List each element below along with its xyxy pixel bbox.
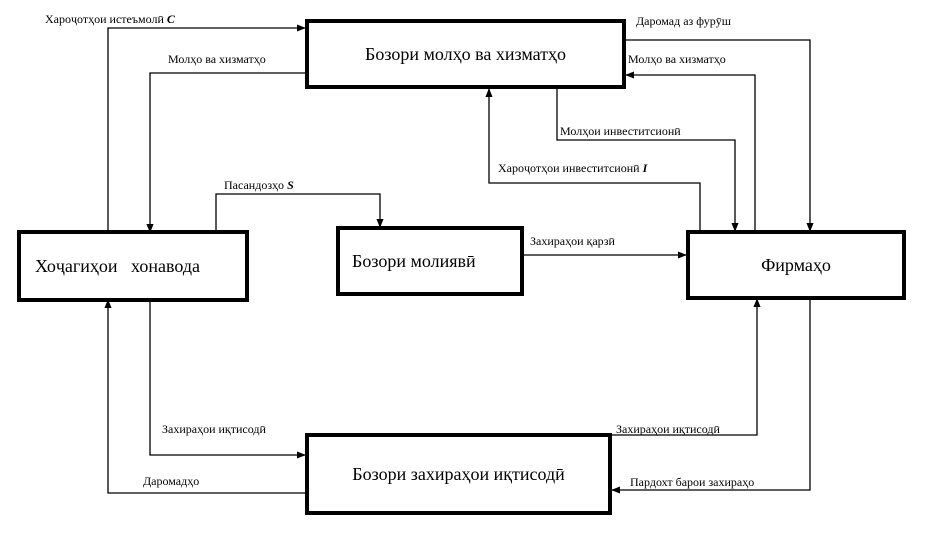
arrow-investment-goods	[556, 89, 739, 232]
arrow-resources-to-firms	[612, 298, 761, 436]
arrow-payment-for-resources	[611, 299, 811, 494]
households-box: Хоҷагиҳои хонавода	[17, 230, 249, 302]
arrow-consumption-spending	[107, 24, 306, 232]
arrow-resources-from-households	[149, 300, 306, 459]
label-payment-for-resources: Пардохт барои захираҳо	[630, 475, 755, 489]
resources-market-box: Бозори захираҳои иқтисодӣ	[305, 433, 612, 515]
financial-market-label: Бозори молиявӣ	[352, 250, 476, 271]
resources-market-label: Бозори захираҳои иқтисодӣ	[352, 463, 565, 484]
financial-market-box: Бозори молиявӣ	[336, 226, 524, 296]
label-consumption-spending: Хароҷотҳои истеъмолӣ C	[45, 12, 175, 26]
arrow-sales-revenue	[626, 39, 814, 232]
arrow-incomes	[104, 299, 305, 494]
goods-market-label: Бозори молҳо ва хизматҳо	[364, 43, 566, 64]
label-loan-funds: Захираҳои қарзӣ	[530, 234, 615, 248]
label-savings: Пасандозҳо S	[224, 178, 294, 192]
label-goods-to-households: Молҳо ва хизматҳо	[168, 52, 266, 66]
label-investment-goods: Молҳои инвеститсионӣ	[560, 124, 681, 138]
arrow-savings	[215, 193, 384, 232]
households-label: Хоҷагиҳои хонавода	[35, 255, 200, 276]
arrow-goods-from-firms	[625, 71, 756, 231]
label-sales-revenue: Даромад аз фурӯш	[636, 14, 732, 28]
savings-symbol: S	[287, 178, 294, 192]
label-investment-spending: Хароҷотҳои инвеститсионӣ I	[498, 161, 648, 175]
goods-market-box: Бозори молҳо ва хизматҳо	[305, 19, 626, 89]
firms-label: Фирмаҳо	[761, 254, 831, 275]
label-resources-from-households: Захираҳои иқтисодӣ	[162, 422, 266, 436]
investment-symbol: I	[642, 161, 648, 175]
firms-box: Фирмаҳо	[686, 230, 906, 300]
label-incomes: Даромадҳо	[143, 474, 200, 488]
label-goods-from-firms: Молҳо ва хизматҳо	[628, 52, 726, 66]
consumption-symbol: C	[166, 12, 175, 26]
label-resources-to-firms: Захираҳои иқтисодӣ	[616, 422, 720, 436]
arrow-investment-spending	[485, 88, 701, 231]
arrow-goods-to-households	[146, 72, 305, 233]
